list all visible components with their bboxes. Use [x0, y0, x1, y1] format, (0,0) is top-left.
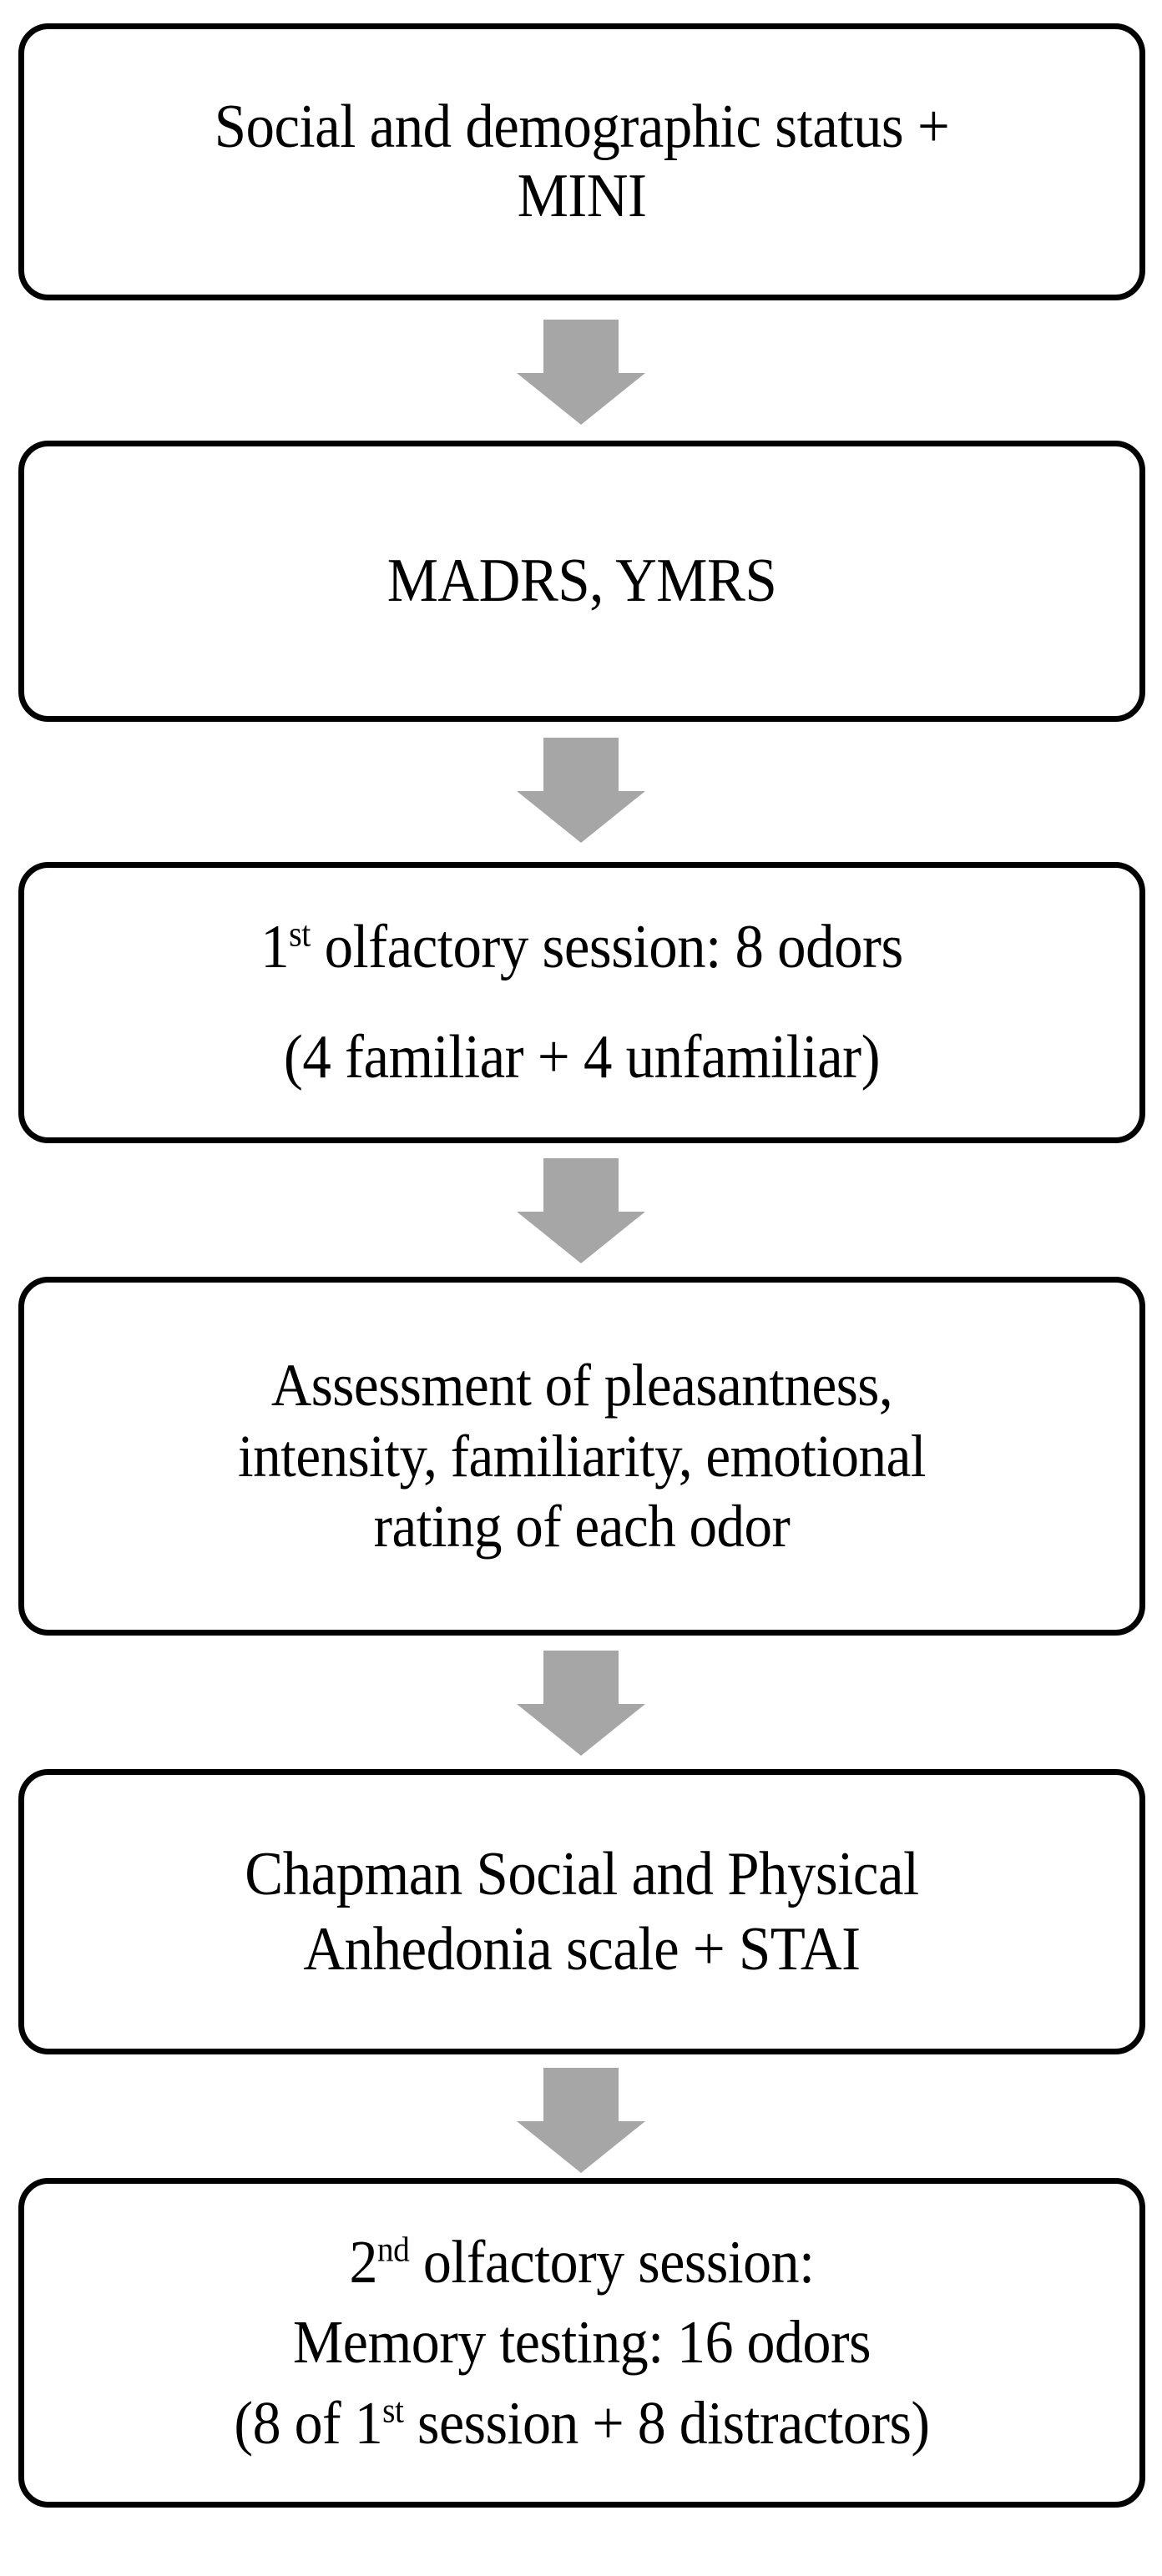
- flow-node-text: MADRS, YMRS: [63, 547, 1100, 616]
- flow-node-line: Chapman Social and Physical: [245, 1839, 919, 1908]
- flow-node-line: rating of each odor: [373, 1493, 791, 1560]
- flow-node-line: intensity, familiarity, emotional: [238, 1422, 926, 1490]
- flow-node-text: Assessment of pleasantness, intensity, f…: [63, 1350, 1100, 1563]
- flow-node-line: Anhedonia scale + STAI: [303, 1915, 861, 1984]
- down-arrow-icon: [517, 738, 645, 843]
- flow-node-line: Memory testing: 16 odors: [292, 2308, 872, 2377]
- flow-node-line: Assessment of pleasantness,: [270, 1351, 893, 1419]
- flow-node-line: (4 familiar + 4 unfamiliar): [283, 1022, 881, 1091]
- flow-node-line: MADRS, YMRS: [386, 547, 777, 616]
- flow-node-line: 1st olfactory session: 8 odors: [260, 912, 903, 981]
- flow-node-text: 1st olfactory session: 8 odors (4 famili…: [63, 893, 1100, 1112]
- flow-node-text: Chapman Social and Physical Anhedonia sc…: [63, 1837, 1100, 1988]
- ordinal-superscript: st: [382, 2391, 404, 2431]
- ordinal-superscript: nd: [376, 2230, 410, 2270]
- flow-node-line: MINI: [517, 162, 647, 230]
- flow-node-odor-assessment: Assessment of pleasantness, intensity, f…: [18, 1277, 1145, 1636]
- flow-node-second-olfactory-session: 2nd olfactory session: Memory testing: 1…: [18, 2178, 1145, 2508]
- flow-node-text: 2nd olfactory session: Memory testing: 1…: [63, 2222, 1100, 2463]
- down-arrow-icon: [517, 1158, 645, 1263]
- down-arrow-icon: [517, 2068, 645, 2173]
- flow-node-social-demographic-mini: Social and demographic status + MINI: [18, 23, 1145, 300]
- flow-node-line: (8 of 1st session + 8 distractors): [234, 2388, 930, 2457]
- flow-node-line: 2nd olfactory session:: [349, 2227, 815, 2296]
- flow-node-first-olfactory-session: 1st olfactory session: 8 odors (4 famili…: [18, 862, 1145, 1143]
- down-arrow-icon: [517, 1651, 645, 1756]
- flow-node-madrs-ymrs: MADRS, YMRS: [18, 441, 1145, 722]
- flow-node-text: Social and demographic status + MINI: [63, 93, 1100, 231]
- flow-node-chapman-anhedonia-stai: Chapman Social and Physical Anhedonia sc…: [18, 1769, 1145, 2054]
- down-arrow-icon: [517, 320, 645, 425]
- ordinal-superscript: st: [289, 915, 311, 955]
- flow-node-line: Social and demographic status +: [214, 93, 950, 162]
